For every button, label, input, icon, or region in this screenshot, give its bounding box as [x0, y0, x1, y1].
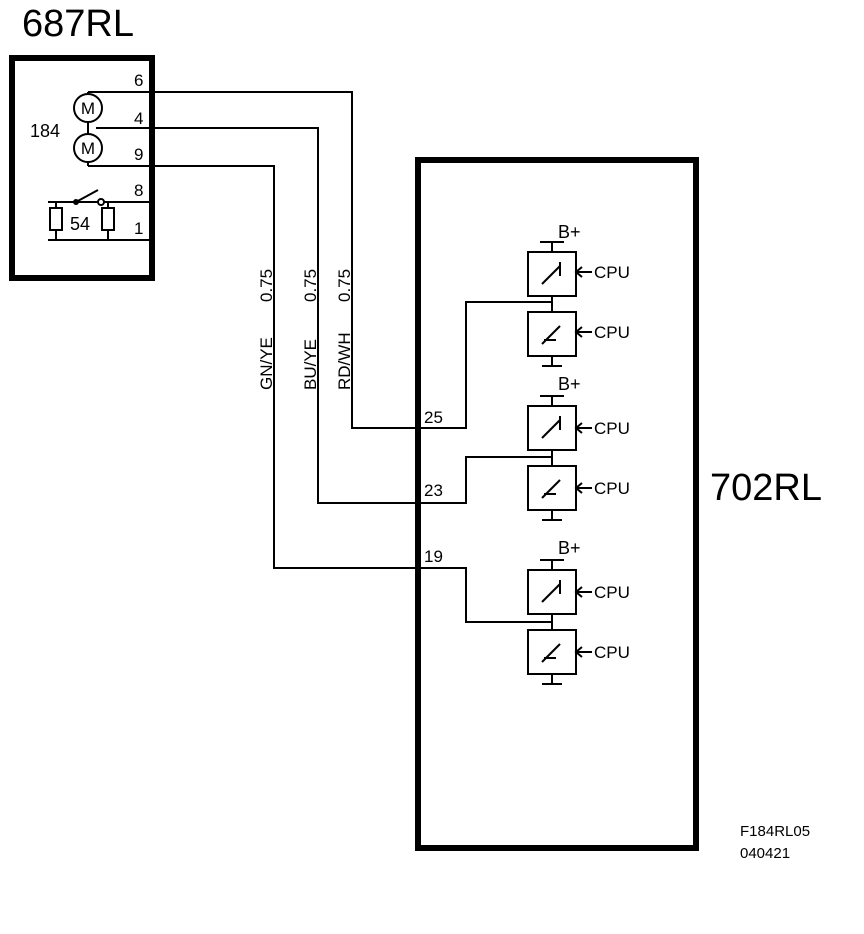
- motor-symbol-label: M: [81, 139, 95, 158]
- wire-size-label: 0.75: [257, 269, 276, 302]
- cpu-label: CPU: [594, 479, 630, 498]
- switch-ref-label: 54: [70, 214, 90, 234]
- wire-size-label: 0.75: [301, 269, 320, 302]
- wire-color-label: BU/YE: [301, 339, 320, 390]
- pin-label-702rl: 19: [424, 547, 443, 566]
- cpu-label: CPU: [594, 263, 630, 282]
- harness-wires: [152, 91, 418, 569]
- motor-ref-label: 184: [30, 121, 60, 141]
- pin-label-687rl: 9: [134, 145, 143, 164]
- half-bridge-1: B+ CPU CPU: [527, 222, 630, 367]
- pin-label-702rl: 25: [424, 408, 443, 427]
- cpu-label: CPU: [594, 583, 630, 602]
- switch-54-symbol: [48, 189, 152, 241]
- component-687rl-title: 687RL: [22, 3, 134, 45]
- figure-ref: F184RL05: [740, 823, 810, 840]
- pin-label-687rl: 4: [134, 109, 143, 128]
- pin-label-687rl: 6: [134, 71, 143, 90]
- figure-date: 040421: [740, 845, 790, 862]
- cpu-label: CPU: [594, 323, 630, 342]
- cpu-label: CPU: [594, 643, 630, 662]
- component-702rl-title: 702RL: [710, 467, 822, 509]
- pin-label-687rl: 1: [134, 219, 143, 238]
- half-bridge-2: B+ CPU CPU: [527, 374, 630, 521]
- half-bridge-3: B+ CPU CPU: [527, 538, 630, 685]
- pin-label-687rl: 8: [134, 181, 143, 200]
- motor-symbols: M M: [73, 92, 103, 166]
- supply-label: B+: [558, 374, 581, 394]
- pin-label-702rl: 23: [424, 481, 443, 500]
- component-687rl-box: [9, 55, 155, 281]
- wire-size-label: 0.75: [335, 269, 354, 302]
- motor-symbol-label: M: [81, 99, 95, 118]
- supply-label: B+: [558, 222, 581, 242]
- supply-label: B+: [558, 538, 581, 558]
- wire-color-label: GN/YE: [257, 337, 276, 390]
- cpu-label: CPU: [594, 419, 630, 438]
- wire-color-label: RD/WH: [335, 332, 354, 390]
